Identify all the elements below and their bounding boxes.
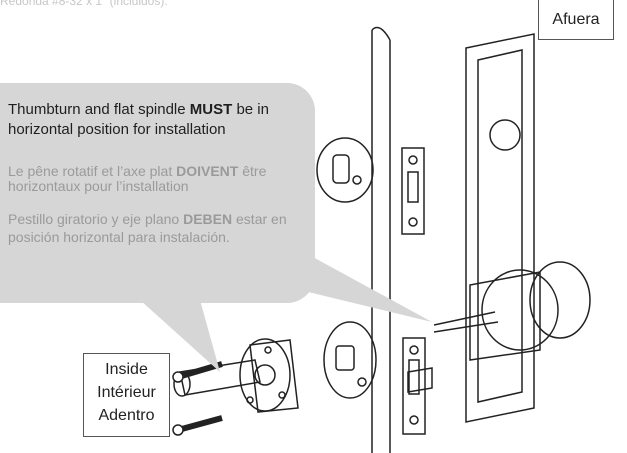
inside-label: Inside Intérieur Adentro xyxy=(83,353,170,437)
outside-label: Afuera xyxy=(538,0,614,40)
instruction-spanish: Pestillo giratorio y eje plano DEBEN est… xyxy=(8,211,287,245)
screw-icon xyxy=(172,361,223,436)
instruction-english: Thumbturn and flat spindle MUST be in ho… xyxy=(8,101,269,138)
instruction-french: Le pêne rotatif et l’axe plat DOIVENT êt… xyxy=(8,163,267,194)
inside-label-es: Adentro xyxy=(98,407,155,424)
inside-label-en: Inside xyxy=(105,361,148,378)
inside-label-fr: Intérieur xyxy=(97,384,156,401)
top-note: Redonda #8-32 x 1" (incluidos). xyxy=(0,0,168,8)
callout-bubble xyxy=(0,83,315,303)
